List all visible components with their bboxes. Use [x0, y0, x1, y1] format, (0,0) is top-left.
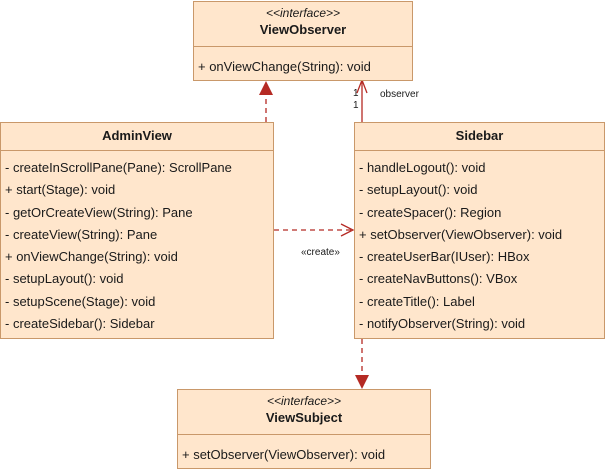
- admin-view-method: + start(Stage): void: [5, 182, 116, 198]
- view-observer-method: + onViewChange(String): void: [198, 59, 371, 74]
- admin-view-name: AdminView: [102, 128, 172, 143]
- view-observer-name: ViewObserver: [259, 22, 347, 37]
- view-subject-name: ViewSubject: [265, 410, 343, 425]
- sidebar-class[interactable]: Sidebar - handleLogout(): void - setupLa…: [354, 122, 605, 339]
- sidebar-method: - createUserBar(IUser): HBox: [359, 249, 530, 265]
- sidebar-header: Sidebar: [355, 123, 604, 151]
- sidebar-realizes-subject-arrowhead: [355, 375, 369, 389]
- multiplicity-bottom: 1: [353, 100, 359, 111]
- sidebar-method: + setObserver(ViewObserver): void: [359, 226, 563, 242]
- sidebar-method: - notifyObserver(String): void: [359, 316, 526, 332]
- admin-view-method: - createSidebar(): Sidebar: [5, 316, 155, 332]
- view-observer-interface[interactable]: <<interface>> ViewObserver + onViewChang…: [193, 1, 413, 81]
- admin-view-method: - createView(String): Pane: [5, 226, 158, 242]
- admin-view-header: AdminView: [1, 123, 273, 151]
- sidebar-method: - handleLogout(): void: [359, 160, 486, 175]
- create-dependency-arrowhead: [340, 223, 355, 237]
- observer-role-label: observer: [380, 89, 419, 100]
- admin-view-method: - createInScrollPane(Pane): ScrollPane: [5, 160, 232, 175]
- create-label: «create»: [301, 247, 340, 258]
- view-observer-header: <<interface>> ViewObserver: [194, 2, 412, 47]
- sidebar-method: - createTitle(): Label: [359, 293, 475, 309]
- multiplicity-top: 1: [353, 88, 359, 99]
- admin-view-method: - setupLayout(): void: [5, 271, 124, 287]
- admin-view-method: - setupScene(Stage): void: [5, 293, 156, 309]
- view-subject-header: <<interface>> ViewSubject: [178, 390, 430, 435]
- view-observer-stereotype: <<interface>>: [265, 6, 341, 20]
- view-subject-method: + setObserver(ViewObserver): void: [182, 447, 386, 462]
- view-subject-stereotype: <<interface>>: [266, 394, 342, 408]
- admin-view-method: - getOrCreateView(String): Pane: [5, 204, 193, 220]
- admin-view-method: + onViewChange(String): void: [5, 249, 178, 265]
- sidebar-method: - createNavButtons(): VBox: [359, 271, 518, 287]
- sidebar-method: - createSpacer(): Region: [359, 204, 502, 220]
- sidebar-name: Sidebar: [455, 128, 504, 143]
- view-subject-interface[interactable]: <<interface>> ViewSubject + setObserver(…: [177, 389, 431, 469]
- sidebar-method: - setupLayout(): void: [359, 182, 478, 198]
- admin-view-class[interactable]: AdminView - createInScrollPane(Pane): Sc…: [0, 122, 274, 339]
- admin-realizes-observer-arrowhead: [259, 81, 273, 95]
